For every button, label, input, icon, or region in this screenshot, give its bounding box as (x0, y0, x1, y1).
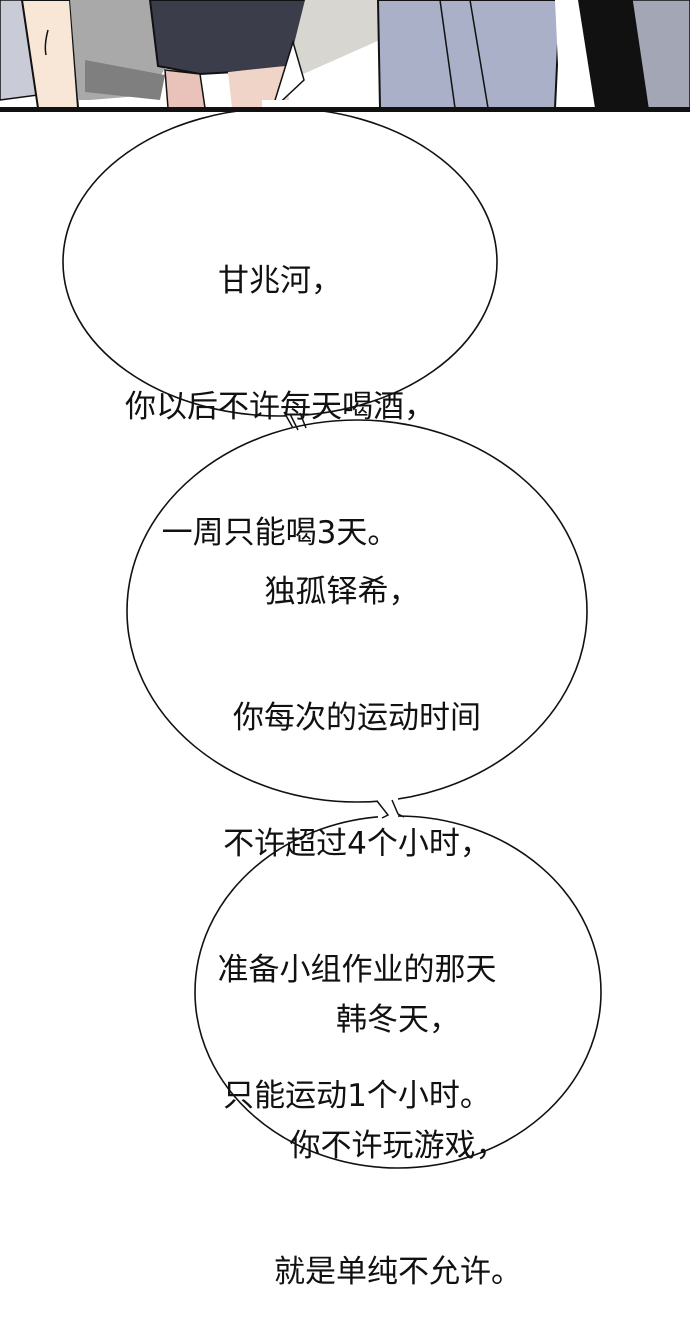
bubble-2-line-2: 你每次的运动时间 (233, 700, 481, 736)
bubble-2-text: 独孤铎希， 你每次的运动时间 不许超过4个小时， 准备小组作业的那天 只能运动1… (127, 487, 587, 1159)
bubble-3-line-3: 就是单纯不允许。 (274, 1254, 522, 1290)
bubble-3-text: 韩冬天， 你不许玩游戏， 就是单纯不允许。 (195, 915, 601, 1335)
bubble-1-tail (270, 39, 305, 113)
speech-bubbles-layer (62, 39, 602, 1169)
bubble-1-line-3: 一周只能喝3天。 (161, 515, 399, 551)
bubble-3-line-1: 韩冬天， (336, 1002, 460, 1038)
speech-bubble-2 (126, 419, 588, 803)
bubble-1-line-2: 你以后不许每天喝酒， (125, 389, 435, 425)
bubble-2-line-5: 只能运动1个小时。 (223, 1078, 491, 1114)
bubble-2-line-1: 独孤铎希， (264, 574, 420, 610)
bubble-3-line-2: 你不许玩游戏， (289, 1128, 507, 1164)
bubble-1-text: 甘兆河， 你以后不许每天喝酒， 一周只能喝3天。 (63, 176, 497, 596)
bubble-1-line-1: 甘兆河， (218, 263, 342, 299)
bubble-2-line-4: 准备小组作业的那天 (217, 952, 497, 988)
bubble-2-line-3: 不许超过4个小时， (223, 826, 491, 862)
